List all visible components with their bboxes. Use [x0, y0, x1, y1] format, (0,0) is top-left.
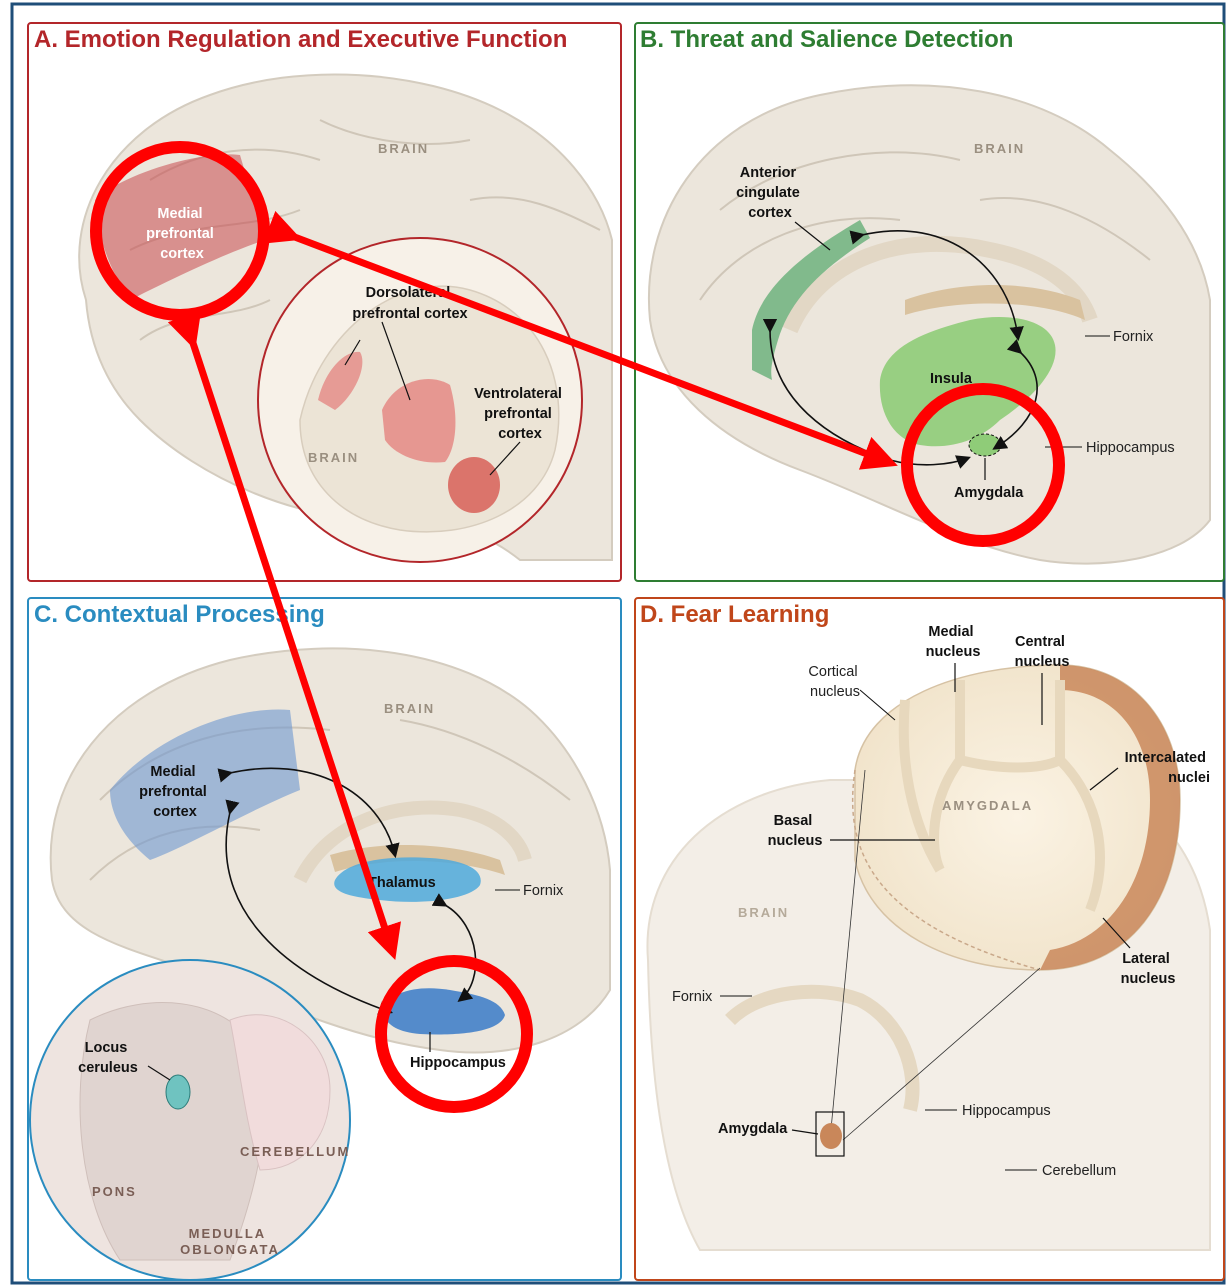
- svg-text:Basal nucleus: Basal nucleus: [768, 813, 823, 849]
- cortical-label-2: nucleus: [810, 684, 860, 700]
- amygdala-region-b: [968, 433, 1002, 457]
- brain-label: BRAIN: [974, 141, 1025, 156]
- thalamus-label: Thalamus: [368, 875, 436, 891]
- connection-arrow-mpfc-amygdala: [262, 210, 898, 470]
- hippocampus-label-d: Hippocampus: [962, 1103, 1051, 1119]
- panel-b-title: B. Threat and Salience Detection: [640, 26, 1013, 53]
- pons-label: PONS: [92, 1184, 137, 1199]
- cerebellum-inset-label: CEREBELLUM: [240, 1144, 350, 1159]
- panel-b: B. Threat and Salience Detection BRAIN A…: [634, 22, 1225, 582]
- cerebellum-label-d: Cerebellum: [1042, 1163, 1116, 1179]
- dlpfc-label-2: prefrontal cortex: [352, 306, 467, 322]
- insula-label: Insula: [930, 371, 973, 387]
- amygdala-region-d: [820, 1123, 842, 1149]
- hippocampus-region-c: [384, 988, 505, 1035]
- highlight-circle-amygdala: [901, 383, 1065, 547]
- mpfc-c-label-3: cortex: [153, 804, 197, 820]
- panel-a-title: A. Emotion Regulation and Executive Func…: [34, 26, 567, 53]
- locus-label-1: Locus: [85, 1040, 128, 1056]
- mpfc-label-3: cortex: [160, 246, 204, 262]
- highlight-circle-hippocampus: [375, 955, 533, 1113]
- svg-text:Intercalated nuclei: Intercalated nuclei: [1125, 750, 1210, 786]
- medial-label-1: Medial: [928, 624, 973, 640]
- amygdala-label-d: Amygdala: [718, 1121, 788, 1137]
- brain-label: BRAIN: [738, 905, 789, 920]
- mpfc-region: [95, 154, 265, 300]
- mpfc-label-1: Medial: [157, 206, 202, 222]
- mpfc-label-2: prefrontal: [146, 226, 214, 242]
- svg-text:Anterior cingulate: Anterior cingulate cortex: [736, 165, 804, 221]
- brain-label: BRAIN: [378, 141, 429, 156]
- inset-brain-label: BRAIN: [308, 450, 359, 465]
- fornix-label-d: Fornix: [672, 989, 713, 1005]
- vlpfc-label-2: prefrontal: [484, 406, 552, 422]
- cortical-label-1: Cortical: [808, 664, 857, 680]
- panel-a: A. Emotion Regulation and Executive Func…: [27, 22, 622, 582]
- locus-ceruleus-region: [165, 1074, 191, 1110]
- vlpfc-label-3: cortex: [498, 426, 542, 442]
- intercalated-label-2: nuclei: [1168, 770, 1210, 786]
- acc-label-2: cingulate: [736, 185, 800, 201]
- svg-text:Locus ceruleus: Locus ceruleus: [78, 1040, 138, 1076]
- svg-text:Medial nucleus: Medial nucleus: [926, 624, 981, 660]
- vlpfc-label-1: Ventrolateral: [474, 386, 562, 402]
- medulla-label-1: MEDULLA: [189, 1226, 266, 1241]
- central-label-1: Central: [1015, 634, 1065, 650]
- acc-label-3: cortex: [748, 205, 792, 221]
- hippocampus-label-b: Hippocampus: [1086, 440, 1175, 456]
- svg-text:Lateral nucleus: Lateral nucleus: [1121, 951, 1176, 987]
- panel-d: D. Fear Learning BRAIN AMYGDALA Medial n…: [634, 597, 1225, 1281]
- central-label-2: nucleus: [1015, 654, 1070, 670]
- panel-c: C. Contextual Processing BRAIN Medial pr…: [27, 597, 622, 1281]
- basal-label-2: nucleus: [768, 833, 823, 849]
- svg-text:Central nucleus: Central nucleus: [1015, 634, 1070, 670]
- fornix-label-b: Fornix: [1113, 329, 1154, 345]
- medulla-label-2: OBLONGATA: [180, 1242, 280, 1257]
- medial-label-2: nucleus: [926, 644, 981, 660]
- annotations: [90, 141, 1065, 1113]
- vlpfc-region: [448, 457, 500, 513]
- basal-label-1: Basal: [774, 813, 813, 829]
- acc-label-1: Anterior: [740, 165, 797, 181]
- lateral-label-2: nucleus: [1121, 971, 1176, 987]
- mpfc-c-label-2: prefrontal: [139, 784, 207, 800]
- locus-label-2: ceruleus: [78, 1060, 138, 1076]
- amygdala-caps-label: AMYGDALA: [942, 798, 1033, 813]
- mpfc-c-label-1: Medial: [150, 764, 195, 780]
- brain-label: BRAIN: [384, 701, 435, 716]
- hippocampus-label-c: Hippocampus: [410, 1055, 506, 1071]
- amygdala-label-b: Amygdala: [954, 485, 1024, 501]
- connection-arrow-mpfc-hippocampus: [167, 311, 401, 960]
- intercalated-label-1: Intercalated: [1125, 750, 1206, 766]
- fornix-label-c: Fornix: [523, 883, 564, 899]
- svg-text:Cortical nucleus: Cortical nucleus: [808, 664, 861, 700]
- panel-d-title: D. Fear Learning: [640, 601, 829, 628]
- intercalated-band: [1040, 665, 1180, 970]
- lateral-label-1: Lateral: [1122, 951, 1170, 967]
- svg-text:Medial prefrontal: Medial prefrontal cortex: [146, 206, 218, 262]
- svg-text:MEDULLA OBLONGATA: MEDULLA OBLONGATA: [180, 1226, 280, 1257]
